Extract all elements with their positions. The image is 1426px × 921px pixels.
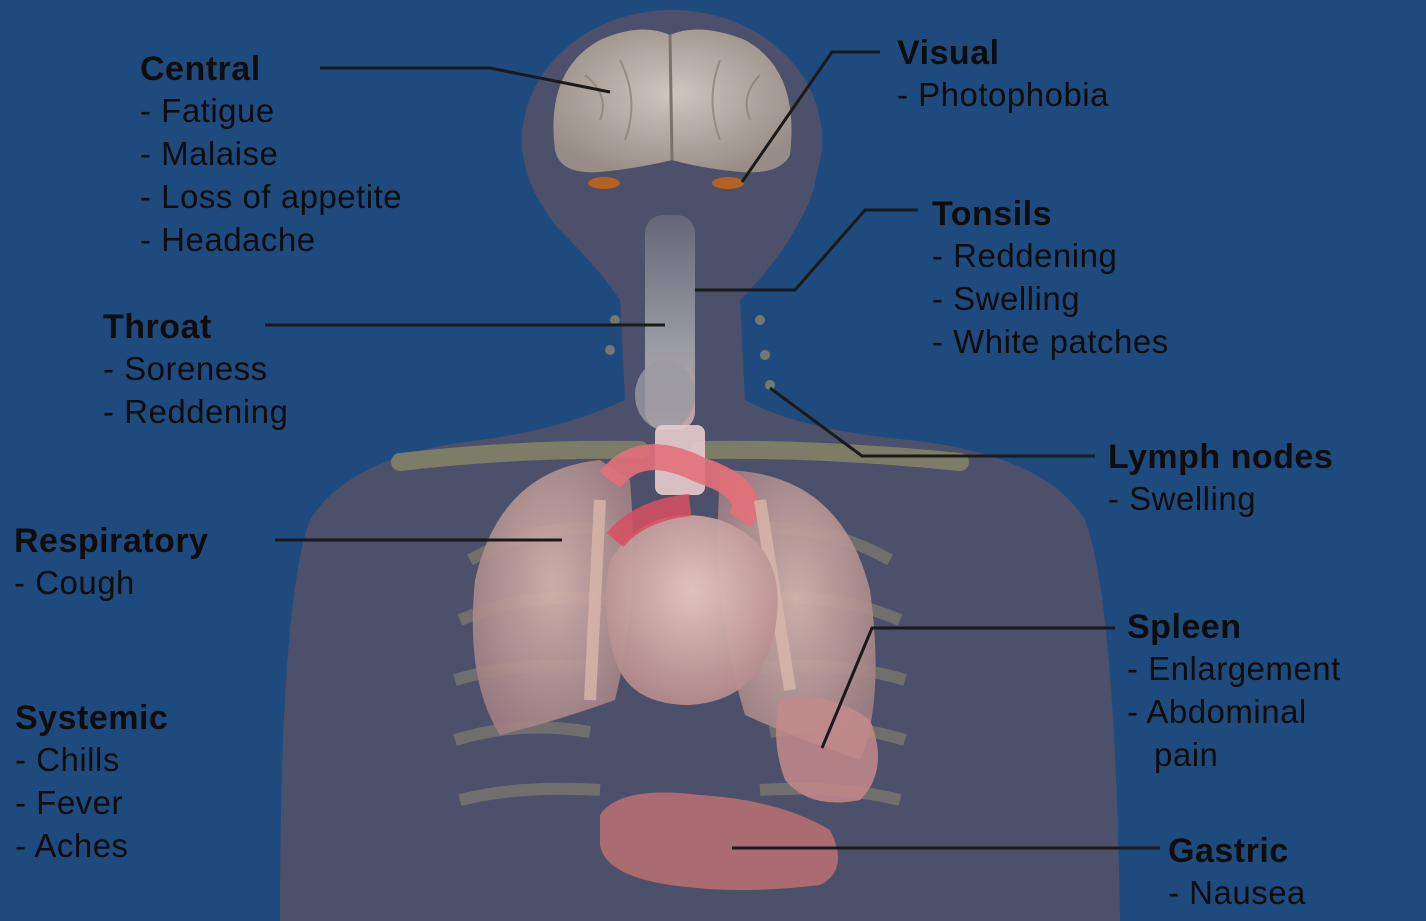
- gastric-item: - Nausea: [1168, 876, 1306, 909]
- label-group-central: Central - Fatigue - Malaise - Loss of ap…: [140, 52, 402, 266]
- gastric-heading: Gastric: [1168, 834, 1306, 868]
- lymph-nodes-item: - Swelling: [1108, 482, 1333, 515]
- systemic-heading: Systemic: [15, 701, 168, 735]
- systemic-item: - Fever: [15, 786, 168, 819]
- throat-heading: Throat: [103, 310, 288, 344]
- systemic-item: - Chills: [15, 743, 168, 776]
- spleen-item: - Enlargement: [1127, 652, 1341, 685]
- tonsils-item: - Swelling: [932, 282, 1169, 315]
- central-item: - Fatigue: [140, 94, 402, 127]
- label-group-lymph-nodes: Lymph nodes - Swelling: [1108, 440, 1333, 525]
- lymph-nodes-heading: Lymph nodes: [1108, 440, 1333, 474]
- brain: [553, 30, 791, 173]
- tonsils-item: - Reddening: [932, 239, 1169, 272]
- label-group-systemic: Systemic - Chills - Fever - Aches: [15, 701, 168, 872]
- label-group-spleen: Spleen - Enlargement - Abdominal pain: [1127, 610, 1341, 781]
- label-group-throat: Throat - Soreness - Reddening: [103, 310, 288, 438]
- central-item: - Headache: [140, 223, 402, 256]
- spleen-item: pain: [1127, 738, 1341, 771]
- respiratory-heading: Respiratory: [14, 524, 208, 558]
- central-heading: Central: [140, 52, 402, 86]
- label-group-tonsils: Tonsils - Reddening - Swelling - White p…: [932, 197, 1169, 368]
- spleen-item: - Abdominal: [1127, 695, 1341, 728]
- label-group-respiratory: Respiratory - Cough: [14, 524, 208, 609]
- label-group-gastric: Gastric - Nausea: [1168, 834, 1306, 919]
- visual-heading: Visual: [897, 36, 1109, 70]
- central-item: - Loss of appetite: [140, 180, 402, 213]
- systemic-item: - Aches: [15, 829, 168, 862]
- throat-item: - Soreness: [103, 352, 288, 385]
- respiratory-item: - Cough: [14, 566, 208, 599]
- spleen-heading: Spleen: [1127, 610, 1341, 644]
- central-item: - Malaise: [140, 137, 402, 170]
- label-group-visual: Visual - Photophobia: [897, 36, 1109, 121]
- tonsils-item: - White patches: [932, 325, 1169, 358]
- throat-item: - Reddening: [103, 395, 288, 428]
- tonsils-heading: Tonsils: [932, 197, 1169, 231]
- visual-item: - Photophobia: [897, 78, 1109, 111]
